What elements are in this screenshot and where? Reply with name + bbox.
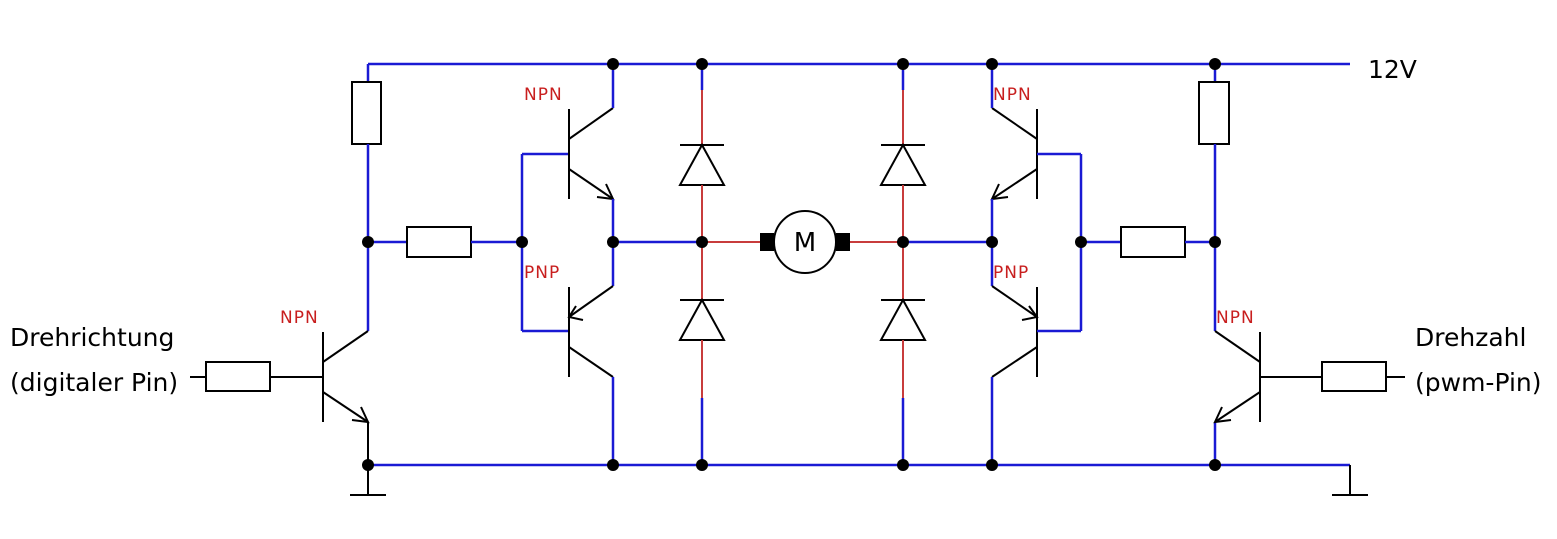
right-bridge-base-line <box>1037 152 1083 333</box>
junction-dot <box>986 459 998 471</box>
junction-dot <box>986 236 998 248</box>
input-right-line2: (pwm-Pin) <box>1415 368 1542 397</box>
junction-dot <box>1209 459 1221 471</box>
junction-dot <box>986 58 998 70</box>
junction-dot <box>1209 236 1221 248</box>
label-npn-right-driver: NPN <box>1216 308 1255 328</box>
diode-left-top <box>678 64 726 242</box>
transistor-left-high <box>568 64 615 286</box>
input-left-line1: Drehrichtung <box>10 323 174 352</box>
label-pnp-right-low: PNP <box>993 263 1029 283</box>
diode-right-top <box>879 64 927 242</box>
junction-dot <box>897 459 909 471</box>
junction-dot <box>516 236 528 248</box>
motor <box>760 210 903 274</box>
motor-label: M <box>794 228 816 258</box>
resistor-right-input <box>1321 361 1405 392</box>
left-bridge-base-line <box>520 152 569 333</box>
transistor-left-driver <box>270 330 370 465</box>
junction-dot <box>362 459 374 471</box>
junction-dot <box>362 236 374 248</box>
input-right-line1: Drehzahl <box>1415 323 1526 352</box>
ground-symbol-right <box>1332 465 1368 496</box>
junction-dot <box>1209 58 1221 70</box>
resistor-right-pullup <box>1198 64 1230 331</box>
transistor-right-low <box>990 285 1039 465</box>
junction-dots <box>362 58 1221 471</box>
diode-right-bottom <box>879 242 927 465</box>
junction-dot <box>1075 236 1087 248</box>
resistor-left-bridge <box>368 226 522 258</box>
junction-dot <box>897 236 909 248</box>
junction-dot <box>897 58 909 70</box>
transistor-left-low <box>567 285 615 465</box>
junction-dot <box>696 236 708 248</box>
junction-dot <box>696 459 708 471</box>
input-left-line2: (digitaler Pin) <box>10 368 178 397</box>
label-npn-left-high: NPN <box>524 85 563 105</box>
supply-label: 12V <box>1368 55 1417 84</box>
resistor-left-pullup <box>351 64 382 331</box>
junction-dot <box>607 58 619 70</box>
label-npn-left-driver: NPN <box>280 308 319 328</box>
junction-dot <box>607 459 619 471</box>
label-npn-right-high: NPN <box>993 85 1032 105</box>
label-pnp-left-low: PNP <box>524 263 560 283</box>
junction-dot <box>607 236 619 248</box>
resistor-right-bridge <box>1081 226 1215 258</box>
transistor-right-driver <box>1213 330 1322 465</box>
resistor-left-input <box>190 361 271 392</box>
junction-dot <box>696 58 708 70</box>
diode-left-bottom <box>678 242 726 465</box>
